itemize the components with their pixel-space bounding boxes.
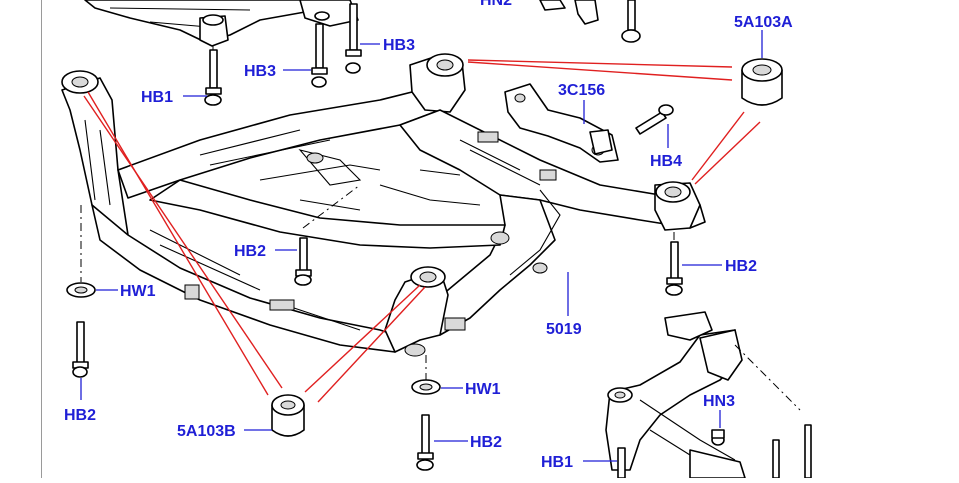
bolt-hb2-right [665, 241, 683, 296]
centerlines [80, 46, 675, 380]
label-hb1-left: HB1 [141, 89, 173, 106]
bolt-hb2-center [294, 237, 312, 286]
top-bolts [204, 3, 362, 106]
lower-control-arm [605, 311, 812, 479]
bolts-hb2-bottom [411, 379, 441, 471]
stabilizer-link-part [539, 0, 641, 43]
label-hb2-center: HB2 [234, 243, 266, 260]
bolt-hb4 [635, 104, 674, 135]
label-hw1-left: HW1 [120, 283, 156, 300]
bushing-5a103a [741, 30, 783, 106]
label-hb1-bottom: HB1 [541, 454, 573, 471]
label-hn3: HN3 [703, 393, 735, 410]
part-labels: HN2 HB3 HB3 HB1 5A103A 3C156 HB4 HB2 HB2… [64, 0, 793, 471]
label-5a103b: 5A103B [177, 423, 236, 440]
label-hb2-bottom: HB2 [470, 434, 502, 451]
label-hb2-left: HB2 [64, 407, 96, 424]
label-hb4: HB4 [650, 153, 682, 170]
label-3c156: 3C156 [558, 82, 605, 99]
bracket-3c156 [504, 83, 619, 163]
subframe-bushings [61, 53, 691, 288]
label-hw1-bottom: HW1 [465, 381, 501, 398]
label-hb2-right: HB2 [725, 258, 757, 275]
label-5a103a: 5A103A [734, 14, 793, 31]
upper-crossmember-part [84, 0, 359, 47]
label-hn2: HN2 [480, 0, 512, 9]
label-hb3-top: HB3 [383, 37, 415, 54]
bushing-5a103b [271, 394, 305, 437]
bushing-callout-lines [83, 59, 761, 403]
frame-left-border [41, 0, 42, 478]
label-leader-lines [80, 43, 722, 462]
label-5019: 5019 [546, 321, 582, 338]
label-hb3-left: HB3 [244, 63, 276, 80]
bolts-hb2-left [66, 282, 96, 378]
